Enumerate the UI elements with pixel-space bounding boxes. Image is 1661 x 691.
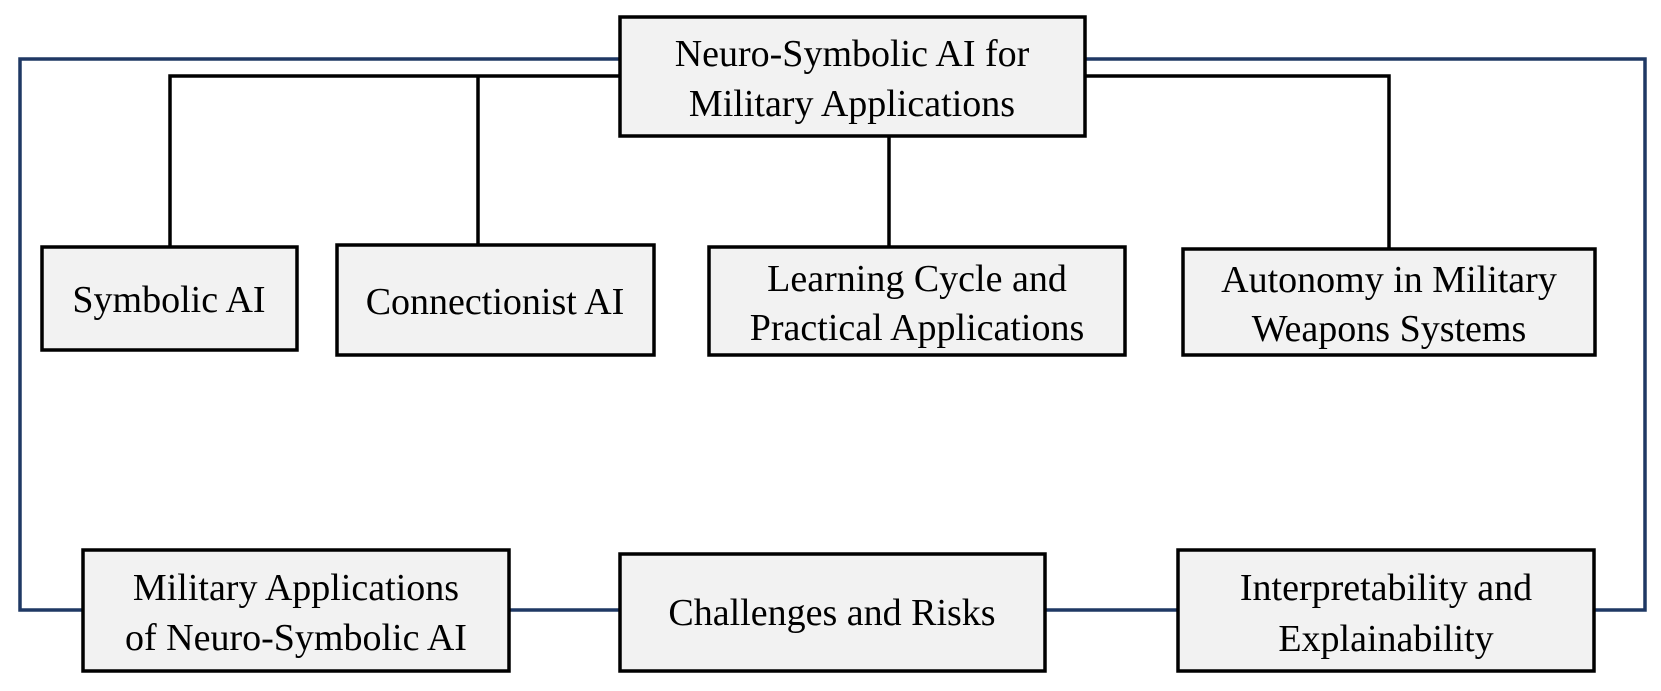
node-interpretability: Interpretability and Explainability — [1176, 548, 1596, 673]
node-military-applications: Military Applications of Neuro-Symbolic … — [81, 548, 511, 673]
node-interpretability-line-1: Interpretability and — [1240, 567, 1532, 609]
node-connectionist-ai-label: Connectionist AI — [366, 281, 625, 323]
node-root-line-2: Military Applications — [689, 83, 1015, 125]
node-interpretability-line-2: Explainability — [1278, 618, 1493, 660]
node-learning-cycle-line-2: Practical Applications — [750, 307, 1085, 349]
node-autonomy: Autonomy in Military Weapons Systems — [1181, 247, 1597, 357]
node-challenges-risks-label: Challenges and Risks — [668, 592, 995, 634]
node-autonomy-line-1: Autonomy in Military — [1221, 259, 1557, 301]
node-root: Neuro-Symbolic AI for Military Applicati… — [618, 15, 1087, 138]
node-military-applications-line-2: of Neuro-Symbolic AI — [125, 617, 467, 659]
node-autonomy-line-2: Weapons Systems — [1252, 308, 1527, 350]
node-symbolic-ai: Symbolic AI — [40, 245, 299, 352]
loop-connector-left — [18, 57, 620, 612]
node-military-applications-line-1: Military Applications — [133, 567, 459, 609]
node-challenges-risks: Challenges and Risks — [618, 552, 1047, 673]
loop-connector-right — [1085, 57, 1647, 612]
tree-connector-autonomy — [1085, 74, 1391, 248]
tree-connector-left — [168, 74, 620, 246]
node-symbolic-ai-label: Symbolic AI — [72, 279, 265, 321]
node-root-line-1: Neuro-Symbolic AI for — [675, 33, 1030, 75]
node-learning-cycle-line-1: Learning Cycle and — [767, 258, 1067, 300]
node-learning-cycle: Learning Cycle and Practical Application… — [707, 245, 1127, 357]
node-connectionist-ai: Connectionist AI — [335, 243, 656, 357]
